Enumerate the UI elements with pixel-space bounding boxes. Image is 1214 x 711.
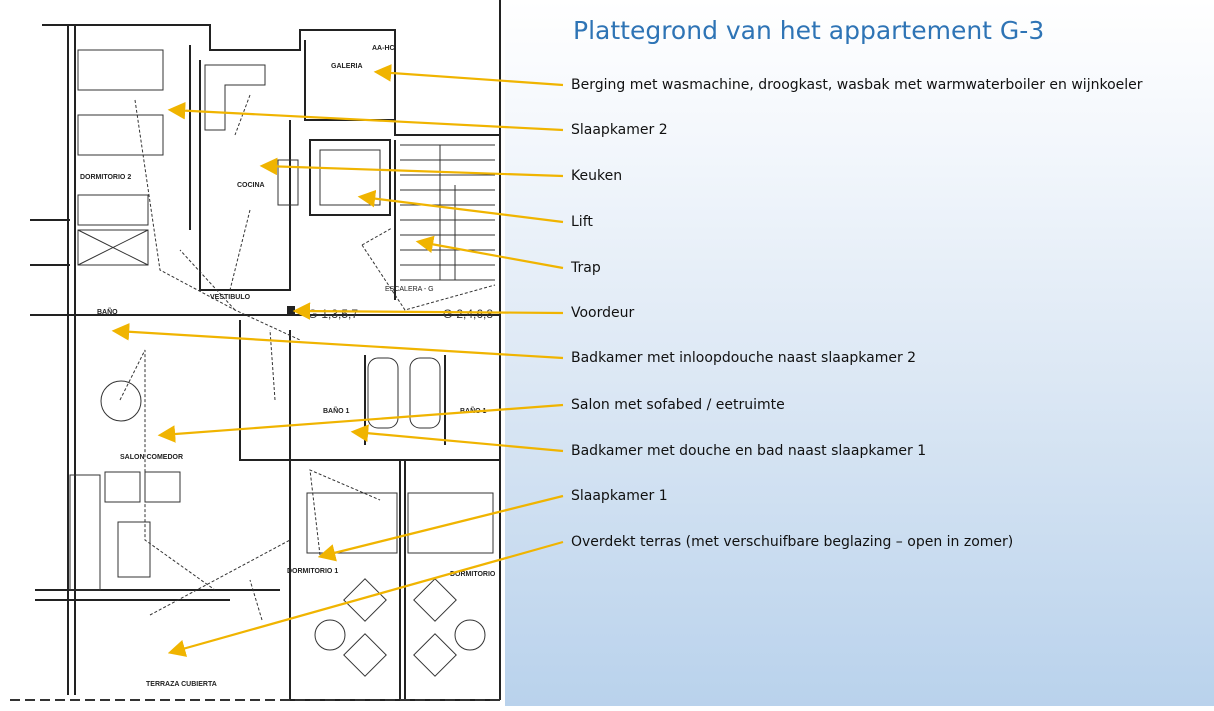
label-trap: Trap [571, 260, 601, 276]
plan-label-bano1-b: BAÑO 1 [460, 406, 487, 415]
plan-label-bano1: BAÑO 1 [323, 406, 350, 415]
plan-label-g-even: G-2,4,6,8 [443, 307, 493, 321]
plan-label-dormitorio2: DORMITORIO 2 [80, 174, 131, 181]
plan-label-bano: BAÑO [97, 307, 118, 316]
plan-label-g-odd: G-1,3,5,7 [308, 307, 358, 321]
plan-label-cocina: COCINA [237, 182, 265, 189]
plan-label-aahc: AA-HC [372, 45, 395, 52]
page-title: Plattegrond van het appartement G-3 [573, 16, 1045, 45]
label-voordeur: Voordeur [571, 305, 635, 321]
label-berging: Berging met wasmachine, droogkast, wasba… [571, 77, 1143, 93]
front-door-marker [287, 306, 295, 314]
plan-label-galeria: GALERIA [331, 63, 363, 70]
plan-label-salon: SALON COMEDOR [120, 454, 183, 461]
label-slaapkamer-2: Slaapkamer 2 [571, 122, 668, 138]
label-lift: Lift [571, 214, 593, 230]
label-badkamer-2: Badkamer met inloopdouche naast slaapkam… [571, 350, 917, 366]
label-terras: Overdekt terras (met verschuifbare begla… [571, 534, 1014, 550]
plan-label-vestibulo: VESTIBULO [210, 294, 251, 301]
label-keuken: Keuken [571, 168, 623, 184]
floor-plan-drawing: AA-HC GALERIA DORMITORIO 2 COCINA VESTIB… [10, 0, 501, 701]
label-slaapkamer-1: Slaapkamer 1 [571, 488, 668, 504]
plan-label-dormitorio1: DORMITORIO 1 [287, 568, 338, 575]
floor-plan: AA-HC GALERIA DORMITORIO 2 COCINA VESTIB… [0, 0, 510, 706]
label-salon: Salon met sofabed / eetruimte [571, 397, 785, 413]
plan-label-escalera: ESCALERA - G [385, 286, 434, 293]
plan-label-dormitorio-b: DORMITORIO [450, 571, 496, 578]
label-badkamer-1: Badkamer met douche en bad naast slaapka… [571, 443, 927, 459]
plan-label-terraza: TERRAZA CUBIERTA [146, 681, 217, 688]
legend-panel [505, 0, 1214, 706]
